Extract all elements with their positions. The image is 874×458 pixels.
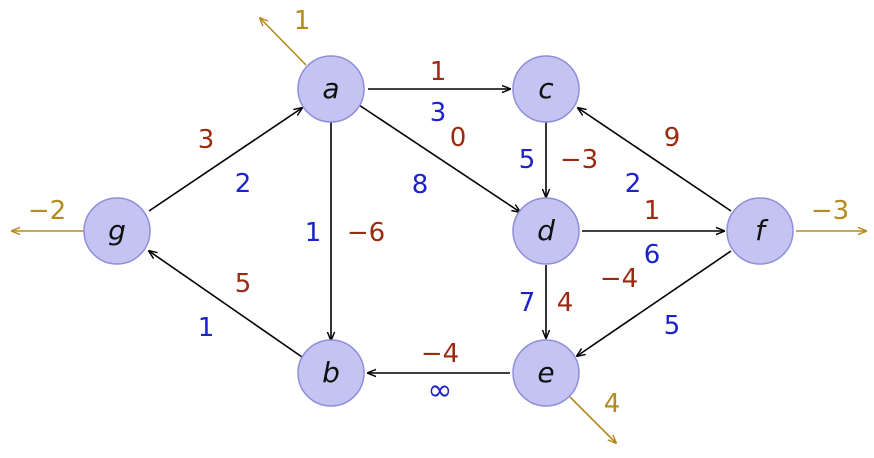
edge-c-d-capacity: 5 [519, 145, 536, 175]
node-c: c [512, 55, 580, 123]
supply-arrow-e [569, 396, 616, 443]
supply-g-value: −2 [28, 196, 66, 226]
edge-f-c [578, 108, 732, 212]
edge-f-e-capacity: 5 [664, 311, 681, 341]
node-e-label: e [537, 356, 554, 389]
supply-f-value: −3 [811, 196, 849, 226]
node-d-label: d [537, 214, 555, 247]
edge-g-a-cost: 3 [198, 125, 215, 155]
edge-f-c-capacity: 2 [625, 169, 642, 199]
edge-d-f-capacity: 6 [644, 240, 661, 270]
edge-d-e-capacity: 7 [519, 288, 536, 318]
node-e: e [512, 339, 580, 407]
edge-a-d [358, 104, 520, 212]
edge-a-d-cost: 0 [450, 123, 467, 153]
edge-b-g-capacity: 1 [198, 313, 215, 343]
edge-a-b-cost: −6 [347, 218, 385, 248]
supply-labels: 1 −2 −3 4 [28, 6, 849, 419]
edge-g-a-capacity: 2 [235, 169, 252, 199]
edge-labels: 1 3 0 8 1 −6 3 2 5 1 5 −3 1 6 7 4 9 2 −4… [198, 57, 681, 408]
supply-e-value: 4 [604, 389, 621, 419]
edge-f-e [577, 250, 732, 356]
node-a: a [297, 55, 365, 123]
node-g: g [83, 197, 151, 265]
edge-b-g-cost: 5 [235, 269, 252, 299]
edge-d-e-cost: 4 [557, 288, 574, 318]
edge-e-b-cost: −4 [421, 339, 459, 369]
node-a-label: a [322, 72, 339, 105]
edge-d-f-cost: 1 [644, 196, 661, 226]
edges [148, 89, 732, 373]
node-b-label: b [322, 356, 340, 389]
edge-a-c-capacity: 3 [430, 98, 447, 128]
node-c-label: c [538, 72, 554, 105]
supply-arrow-a [260, 18, 307, 66]
external-arrows [12, 18, 866, 443]
node-f: f [726, 197, 794, 265]
edge-b-g [149, 251, 303, 358]
supply-a-value: 1 [294, 6, 311, 36]
edge-f-e-cost: −4 [600, 264, 638, 294]
edge-f-c-cost: 9 [664, 123, 681, 153]
edge-a-d-capacity: 8 [412, 170, 429, 200]
edge-a-b-capacity: 1 [305, 218, 322, 248]
edge-g-a [148, 108, 302, 212]
edge-e-b-capacity: ∞ [428, 373, 453, 408]
node-b: b [297, 339, 365, 407]
node-d: d [512, 197, 580, 265]
edge-c-d-cost: −3 [560, 145, 598, 175]
node-g-label: g [108, 214, 126, 247]
edge-a-c-cost: 1 [430, 57, 447, 87]
